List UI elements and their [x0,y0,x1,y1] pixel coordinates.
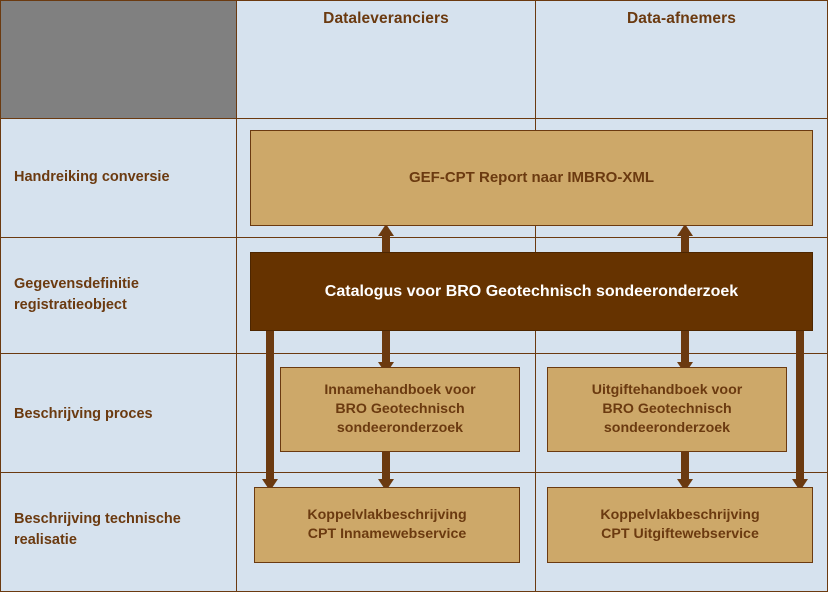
box-uitgiftehandboek-label: Uitgiftehandboek voor BRO Geotechnisch s… [591,381,743,437]
grid-row-label-cell-3 [0,472,237,592]
grid-row-label-cell-1 [0,237,237,354]
box-catalogus-bro[interactable]: Catalogus voor BRO Geotechnisch sondeero… [250,252,813,331]
grid-header-cell-data-afnemers [535,0,828,119]
column-header-dataleveranciers: Dataleveranciers [323,10,449,27]
connector-catalogus-to-uitgiftehandboek-line [681,330,689,366]
box-uitgiftehandboek[interactable]: Uitgiftehandboek voor BRO Geotechnisch s… [547,367,787,452]
grid-corner-cell [0,0,237,119]
row-label-beschrijving-technische-realisatie: Beschrijving technische realisatie [14,511,181,548]
box-catalogus-bro-label: Catalogus voor BRO Geotechnisch sondeero… [324,282,739,300]
box-koppelvlak-inname[interactable]: Koppelvlakbeschrijving CPT Innamewebserv… [254,487,520,563]
grid-row-label-cell-2 [0,353,237,473]
connector-catalogus-to-gefcpt-right-line [681,232,689,260]
box-koppelvlak-inname-label: Koppelvlakbeschrijving CPT Innamewebserv… [307,506,467,542]
connector-catalogus-to-koppelvlak-uitgifte-line [796,330,804,485]
arrow-head-up-gefcpt-right [677,224,693,236]
row-label-beschrijving-proces: Beschrijving proces [14,406,153,422]
box-koppelvlak-uitgifte[interactable]: Koppelvlakbeschrijving CPT Uitgiftewebse… [547,487,813,563]
box-gef-cpt-report[interactable]: GEF-CPT Report naar IMBRO-XML [250,130,813,226]
grid-header-cell-dataleveranciers [236,0,536,119]
connector-uitgiftehandboek-to-koppelvlak-line [681,452,689,485]
row-label-gegevensdefinitie-registratieobject: Gegevensdefinitie registratieobject [14,276,139,313]
box-koppelvlak-uitgifte-label: Koppelvlakbeschrijving CPT Uitgiftewebse… [600,506,760,542]
column-header-data-afnemers: Data-afnemers [627,10,736,27]
connector-innamehandboek-to-koppelvlak-line [382,452,390,485]
box-innamehandboek-label: Innamehandboek voor BRO Geotechnisch son… [324,381,476,437]
arrow-head-up-gefcpt-left [378,224,394,236]
box-gef-cpt-report-label: GEF-CPT Report naar IMBRO-XML [408,168,654,186]
connector-catalogus-to-koppelvlak-inname-line [266,330,274,485]
box-innamehandboek[interactable]: Innamehandboek voor BRO Geotechnisch son… [280,367,520,452]
connector-catalogus-to-innamehandboek-line [382,330,390,366]
row-label-handreiking-conversie: Handreiking conversie [14,169,170,185]
connector-catalogus-to-gefcpt-left-line [382,232,390,260]
